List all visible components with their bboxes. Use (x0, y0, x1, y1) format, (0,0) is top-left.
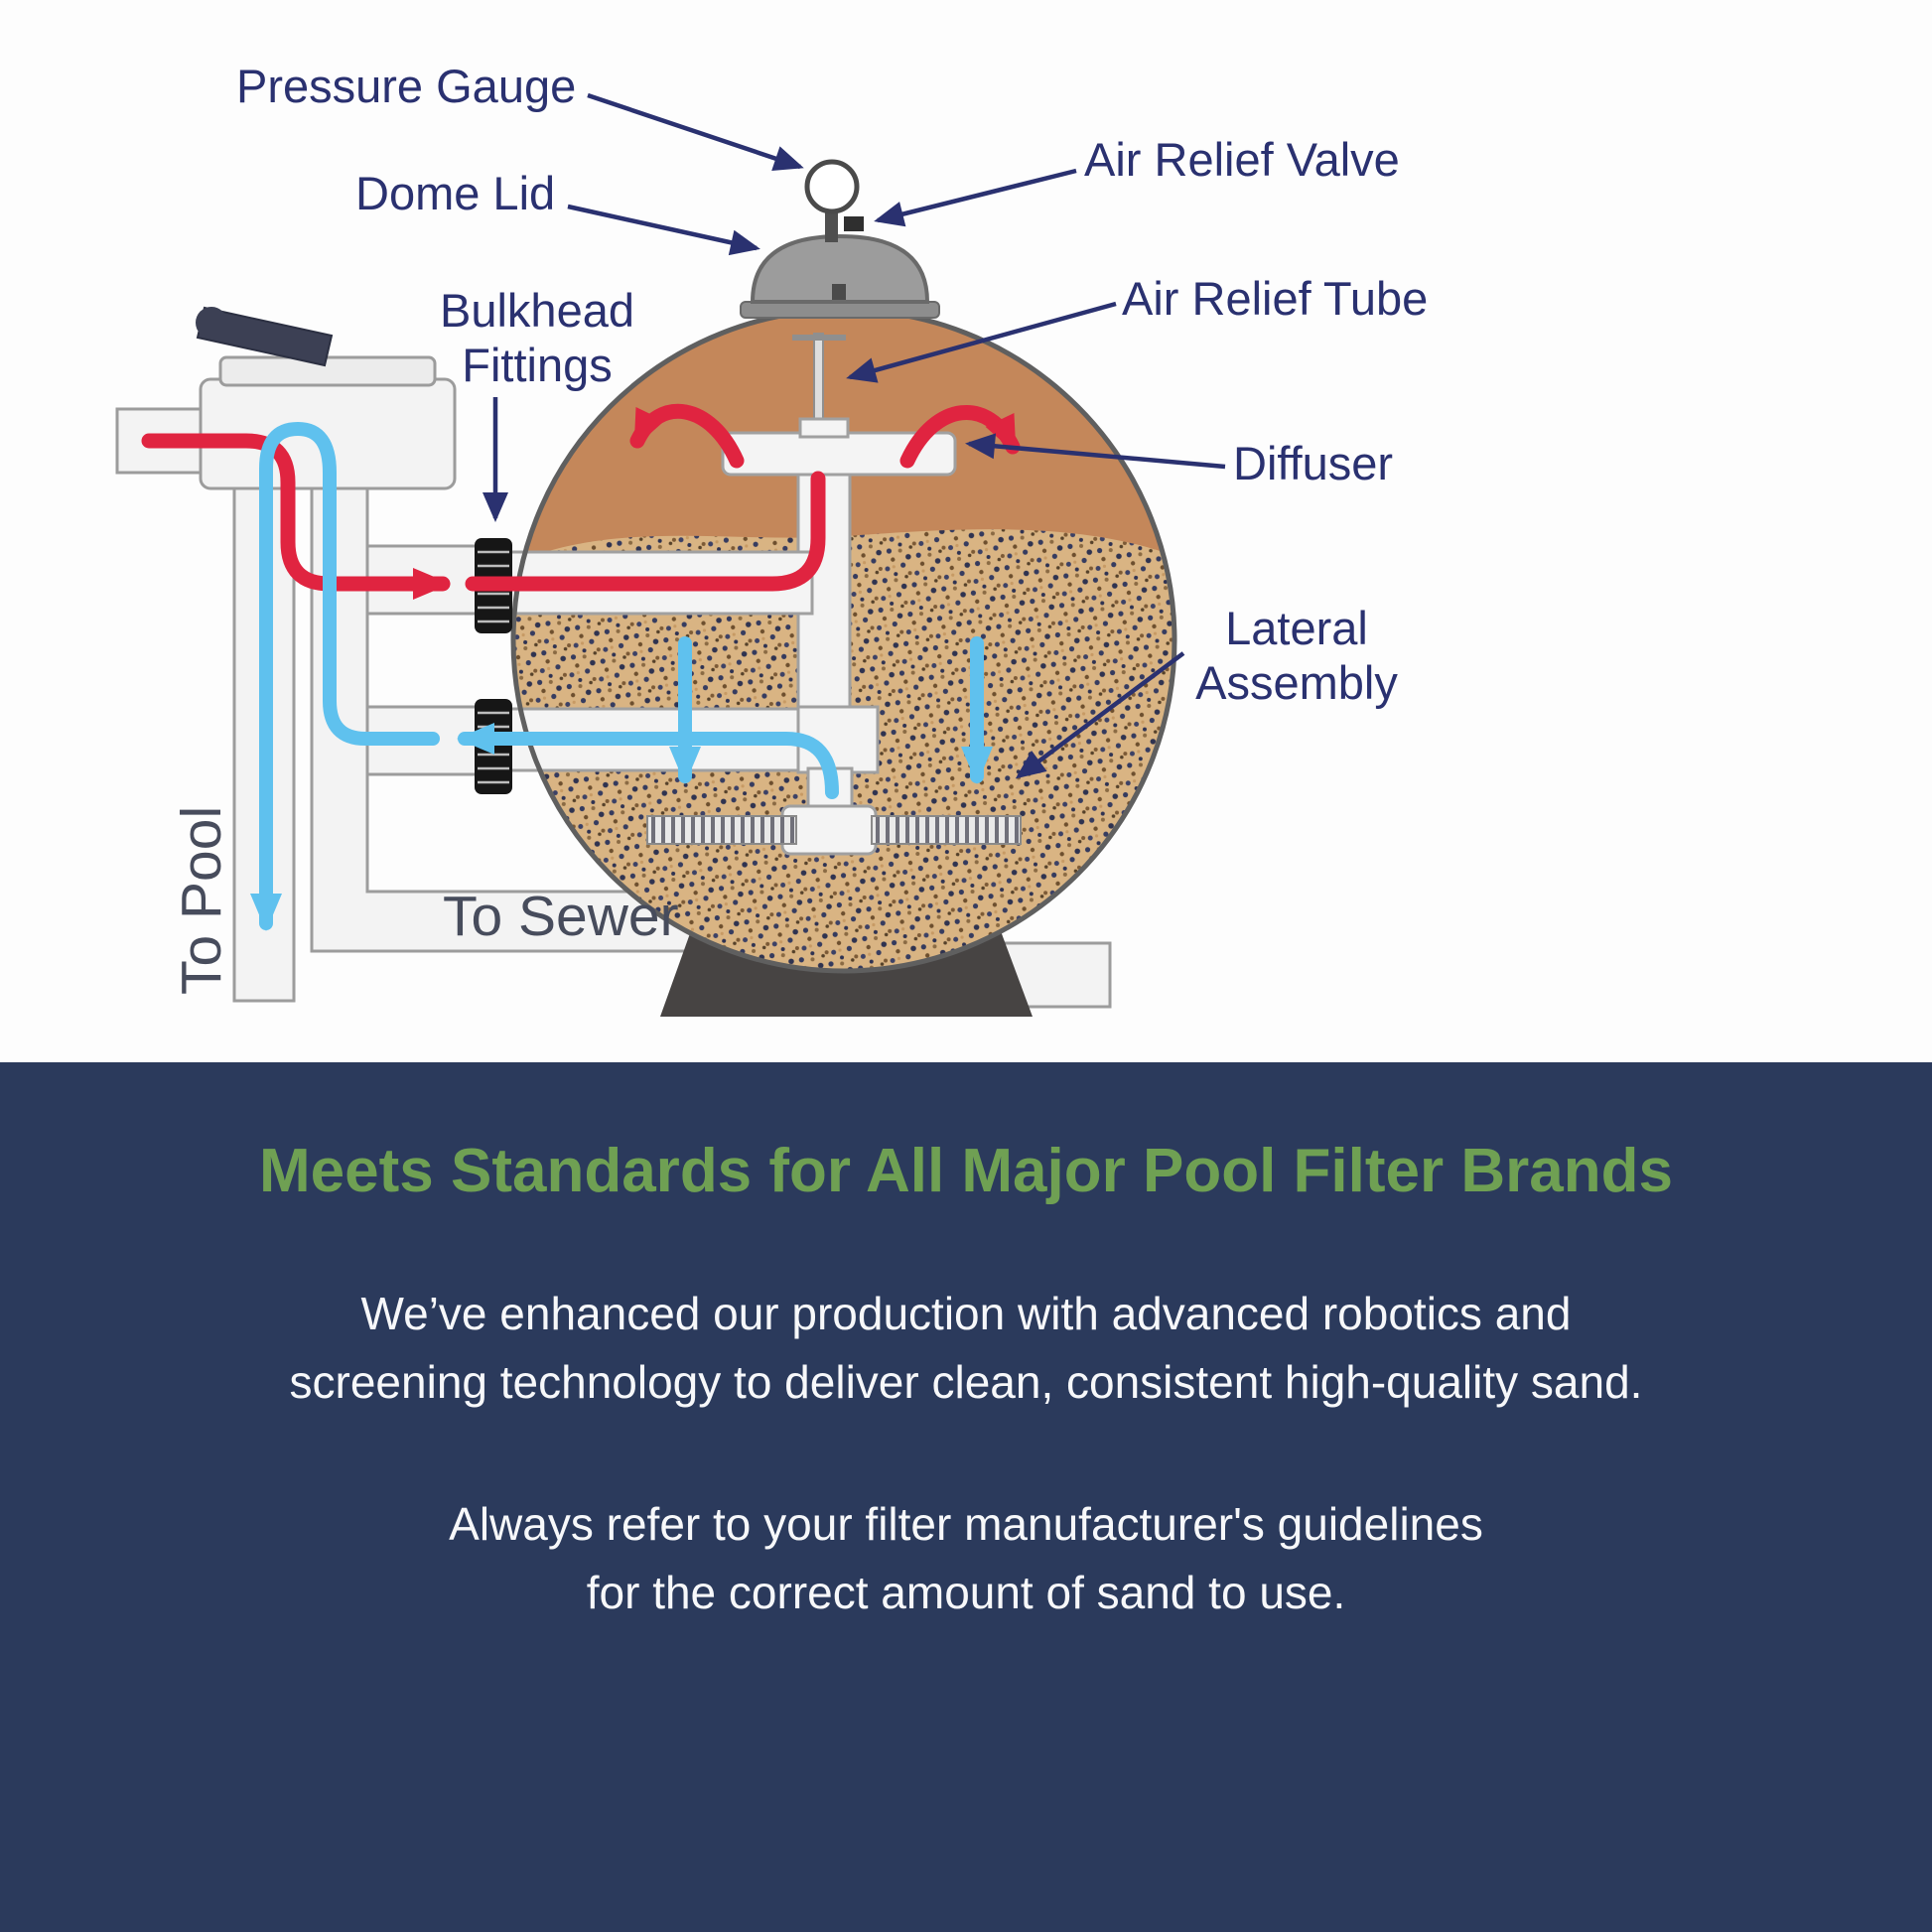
lateral-assembly-shape (646, 815, 1022, 845)
air-relief-valve-shape (844, 216, 864, 231)
label-bulkhead-fittings: Bulkhead Fittings (431, 284, 643, 392)
info-paragraph-2-line-1: Always refer to your filter manufacturer… (449, 1498, 1483, 1551)
pressure-gauge-arrow (587, 92, 804, 172)
outlet-flow-blue (250, 421, 993, 931)
label-diffuser: Diffuser (1233, 437, 1394, 489)
pressure-gauge-shape (804, 159, 860, 242)
air-relief-valve-arrow (874, 168, 1077, 227)
label-bulkhead-line2: Fittings (462, 338, 613, 391)
label-lateral-assembly: Lateral Assembly (1187, 602, 1406, 710)
valve-handle (196, 306, 334, 367)
info-paragraph-1-line-2: screening technology to deliver clean, c… (289, 1356, 1643, 1409)
label-air-relief-tube: Air Relief Tube (1122, 272, 1429, 325)
info-paragraph-2-line-2: for the correct amount of sand to use. (586, 1567, 1346, 1619)
filter-diagram: Pressure Gauge Dome Lid Bulkhead Fitting… (115, 60, 1429, 1017)
lateral-assembly-arrow (1015, 651, 1185, 779)
air-relief-tube-arrow (846, 301, 1117, 383)
info-panel: Meets Standards for All Major Pool Filte… (0, 1062, 1932, 1932)
diffuser-arrow (965, 433, 1226, 470)
info-heading: Meets Standards for All Major Pool Filte… (259, 1137, 1673, 1205)
label-lateral-line2: Assembly (1195, 655, 1398, 709)
label-to-pool: To Pool (170, 805, 233, 995)
info-paragraph-1: We’ve enhanced our production with advan… (0, 1280, 1932, 1417)
diffuser-neck (798, 417, 850, 439)
dome-lid-arrow (567, 204, 760, 256)
label-pressure-gauge: Pressure Gauge (236, 60, 577, 112)
bulkhead-fitting-lower (475, 699, 512, 794)
label-lateral-line1: Lateral (1225, 602, 1368, 654)
label-to-sewer: To Sewer (443, 885, 679, 948)
label-air-relief-valve: Air Relief Valve (1084, 133, 1400, 186)
label-dome-lid: Dome Lid (355, 167, 556, 219)
info-paragraph-2: Always refer to your filter manufacturer… (0, 1490, 1932, 1627)
filter-diagram-canvas (115, 92, 1226, 1017)
dome-lid-shape (740, 233, 940, 319)
valve-top-plate (218, 355, 437, 387)
info-paragraph-1-line-1: We’ve enhanced our production with advan… (360, 1288, 1572, 1340)
label-bulkhead-line1: Bulkhead (440, 284, 634, 337)
